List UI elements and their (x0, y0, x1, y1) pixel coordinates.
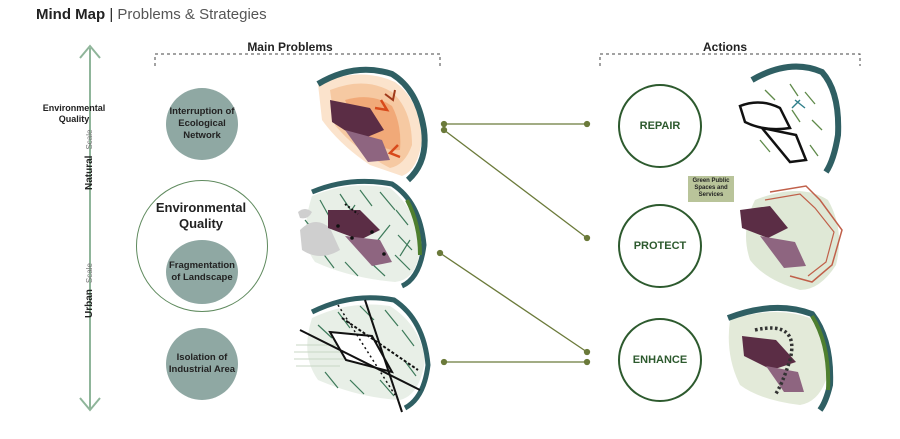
connectors (436, 120, 591, 366)
title-separator: | (105, 6, 118, 23)
action-enhance-label: ENHANCE (632, 354, 688, 366)
urban-text: Urban (84, 289, 95, 318)
action-repair: REPAIR (618, 84, 702, 168)
map-protect (740, 185, 843, 290)
map-industrial-isolation (294, 295, 431, 413)
map-enhance (726, 304, 834, 412)
arrow-up-icon (79, 44, 101, 59)
axis-urban-label: Urban Scale (84, 263, 95, 318)
bracket-actions (599, 53, 861, 66)
problem-fragmentation-label: Fragmentation of Landscape (169, 260, 235, 283)
header-main-problems: Main Problems (247, 40, 333, 54)
green-spaces-badge: Green Public Spaces and Services (688, 176, 734, 202)
header-actions: Actions (702, 40, 747, 54)
action-protect-label: PROTECT (633, 240, 687, 252)
problem-ecological-network-label: Interruption of Ecological Network (169, 106, 235, 141)
natural-text: Natural (84, 155, 95, 190)
arrow-orange-icon (374, 99, 390, 112)
arrow-down-icon (79, 397, 101, 412)
map-fragmentation (298, 178, 427, 289)
bracket-problems (154, 53, 441, 66)
problem-industrial-isolation: Isolation of Industrial Area (166, 328, 238, 400)
natural-scale-text: Scale (85, 129, 94, 150)
action-repair-label: REPAIR (639, 120, 681, 132)
page-title: Mind Map | Problems & Strategies (36, 6, 267, 23)
connector-2 (443, 129, 588, 239)
axis-natural-label: Natural Scale (84, 130, 95, 190)
problem-industrial-isolation-label: Isolation of Industrial Area (168, 352, 236, 375)
axis-top-label: Environmental Quality (42, 103, 106, 124)
title-subtitle: Problems & Strategies (117, 6, 267, 23)
urban-scale-text: Scale (85, 263, 94, 284)
title-bold: Mind Map (36, 6, 106, 23)
connector-3 (439, 252, 588, 353)
action-enhance: ENHANCE (618, 318, 702, 402)
map-ecological-network (316, 66, 428, 183)
problem-ecological-network: Interruption of Ecological Network (166, 88, 238, 160)
map-repair (738, 63, 842, 174)
problem-environmental-quality-label: Environmental Quality (155, 200, 247, 232)
problem-fragmentation: Fragmentation of Landscape (166, 240, 238, 304)
action-protect: PROTECT (618, 204, 702, 288)
